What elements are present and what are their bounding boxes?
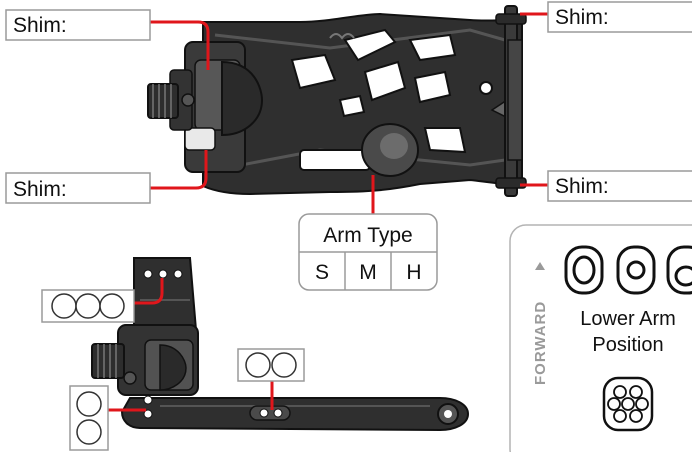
leader-lines-upper (150, 12, 548, 214)
shim-label-bottom-right: Shim: (547, 170, 692, 202)
position-indicator-1 (564, 245, 604, 295)
shim-label-top-right-text: Shim: (555, 6, 609, 29)
leader-lines-lower (108, 278, 274, 412)
shim-label-top-right: Shim: (547, 1, 692, 33)
arm-type-title: Arm Type (323, 224, 412, 247)
lower-arm-label-line1: Lower Arm (580, 308, 676, 330)
arm-type-option-s: S (315, 261, 329, 284)
forward-arrow-icon (535, 262, 545, 270)
shim-label-bottom-left-text: Shim: (13, 178, 67, 201)
lower-arm-part (147, 5, 527, 197)
shim-label-top-left: Shim: (5, 9, 151, 41)
lower-arm-label-line2: Position (592, 334, 663, 356)
shim-label-bottom-right-text: Shim: (555, 175, 609, 198)
position-indicator-2 (616, 245, 656, 295)
forward-label: FORWARD (532, 301, 549, 385)
position-indicator-3 (666, 245, 692, 295)
lower-arm-position-panel: FORWARD Lower Arm Position (509, 224, 692, 452)
arm-type-table: Arm Type S M H (298, 213, 438, 291)
side-view-assembly (91, 257, 470, 432)
spacer-slots-arm (237, 348, 305, 382)
spacer-slots-upright (41, 289, 135, 323)
arm-type-option-h: H (406, 261, 421, 284)
shim-label-top-left-text: Shim: (13, 14, 67, 37)
spacer-slots-pivot (69, 385, 109, 451)
arm-type-option-m: M (359, 261, 377, 284)
hole-cluster-icon (602, 376, 654, 432)
shim-label-bottom-left: Shim: (5, 172, 151, 204)
